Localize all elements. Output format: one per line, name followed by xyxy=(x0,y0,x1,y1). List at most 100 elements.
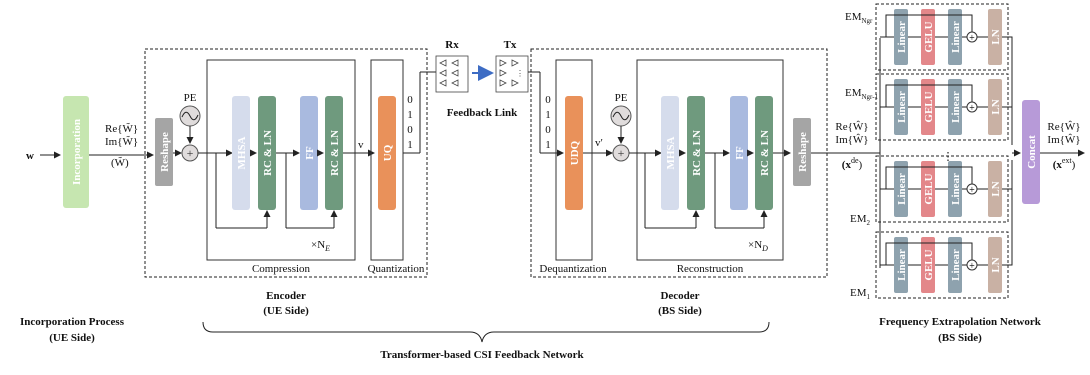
em-ngr-gelu xyxy=(921,9,935,65)
em-module-ngr-1: Linear GELU Linear + LN xyxy=(875,73,1012,141)
decoder-rcln1-block xyxy=(687,96,705,210)
rx-label: Rx xyxy=(445,39,459,51)
encoder-add-symbol: + xyxy=(187,146,194,160)
decoder-nd-label: ×ND xyxy=(748,239,768,253)
em-second-label: EMNgr-1 xyxy=(845,87,879,101)
svg-text:Linear: Linear xyxy=(950,173,962,205)
svg-text:GELU: GELU xyxy=(923,173,935,204)
udq-label: UDQ xyxy=(569,140,581,165)
re-w2-label: Re{Ŵ} xyxy=(835,120,868,133)
tx-label: Tx xyxy=(504,39,517,51)
dequantization-frame xyxy=(555,59,593,261)
em-module-2: Linear GELU Linear + LN xyxy=(875,155,1012,223)
decoder-side: (BS Side) xyxy=(658,305,702,317)
encoder-pe-wave xyxy=(181,111,199,121)
decoder-reshape-label: Reshape xyxy=(797,132,809,172)
em-1-label: EM1 xyxy=(850,287,871,301)
svg-text:Linear: Linear xyxy=(950,21,962,53)
im-w-label: Im{W̃} xyxy=(105,135,138,148)
em-ngr-linear2 xyxy=(948,9,962,65)
quantization-label: Quantization xyxy=(368,263,425,275)
decoder-mhsa-block xyxy=(661,96,679,210)
enc-bit-0: 0 xyxy=(407,94,413,106)
em-vdots: ⋮ xyxy=(943,151,954,163)
em-top-label: EMNgr xyxy=(845,11,873,25)
svg-text:LN: LN xyxy=(990,257,1002,272)
encoder-title: Encoder xyxy=(266,290,306,302)
fen-side: (BS Side) xyxy=(938,332,982,344)
incorporation-block xyxy=(63,96,89,208)
em-module-ngr: Linear GELU Linear + LN xyxy=(875,3,1013,145)
svg-text:Linear: Linear xyxy=(950,249,962,281)
encoder-rcln1-block xyxy=(258,96,276,210)
decoder-mhsa-label: MHSA xyxy=(665,136,677,169)
decoder-pe-label: PE xyxy=(615,92,628,104)
encoder-ff-label: FF xyxy=(304,146,316,160)
svg-text:⋮: ⋮ xyxy=(516,69,524,78)
fen-title: Frequency Extrapolation Network xyxy=(879,316,1042,328)
im-out-label: Im{Ŵ} xyxy=(1047,133,1080,146)
encoder-ff-block xyxy=(300,96,318,210)
encoder-ne-label: ×NE xyxy=(311,239,330,253)
uq-block xyxy=(378,96,396,210)
concat-label: Concat xyxy=(1026,135,1038,169)
encoder-frame xyxy=(144,48,428,278)
enc-bit-2: 0 xyxy=(407,124,413,136)
svg-text:GELU: GELU xyxy=(923,21,935,52)
incorporation-process-side: (UE Side) xyxy=(49,332,95,344)
dec-bit-0: 0 xyxy=(545,94,551,106)
feedback-link-label: Feedback Link xyxy=(447,107,518,119)
decoder-ff-block xyxy=(730,96,748,210)
svg-text:Linear: Linear xyxy=(896,173,908,205)
uq-label: UQ xyxy=(382,144,394,161)
encoder-reshape-label: Reshape xyxy=(159,132,171,172)
svg-text:+: + xyxy=(969,103,975,114)
em-module-1: Linear GELU Linear + LN xyxy=(875,160,1013,299)
decoder-rcln2-label: RC & LN xyxy=(759,130,771,176)
svg-text:Linear: Linear xyxy=(896,249,908,281)
dec-bit-1: 1 xyxy=(545,109,551,121)
compression-frame xyxy=(206,59,356,261)
svg-text:+: + xyxy=(969,185,975,196)
svg-text:Linear: Linear xyxy=(896,21,908,53)
udq-block xyxy=(565,96,583,210)
em-ngr-ln xyxy=(988,9,1002,65)
quantization-frame xyxy=(370,59,404,261)
decoder-pe-wave xyxy=(612,111,630,121)
dequantization-label: Dequantization xyxy=(539,263,607,275)
transformer-net-title: Transformer-based CSI Feedback Network xyxy=(380,349,584,361)
reconstruction-label: Reconstruction xyxy=(677,263,744,275)
reconstruction-frame xyxy=(636,59,784,261)
svg-text:LN: LN xyxy=(990,99,1002,114)
transformer-brace xyxy=(202,321,770,343)
decoder-ff-label: FF xyxy=(734,146,746,160)
enc-bit-1: 1 xyxy=(407,109,413,121)
svg-text:+: + xyxy=(969,261,975,272)
v-label: v xyxy=(358,139,364,151)
svg-text:Linear: Linear xyxy=(896,91,908,123)
incorporation-block-label: Incorporation xyxy=(71,119,83,185)
decoder-rcln2-block xyxy=(755,96,773,210)
em-2-label: EM2 xyxy=(850,213,871,227)
v-prime-label: v′ xyxy=(595,137,603,149)
dec-bit-3: 1 xyxy=(545,139,551,151)
x-ext-label: (xext) xyxy=(1053,156,1076,171)
svg-text:LN: LN xyxy=(990,29,1002,44)
svg-text:+: + xyxy=(969,33,975,44)
svg-text:GELU: GELU xyxy=(923,249,935,280)
w-paren-label: (W̃) xyxy=(111,156,129,169)
encoder-mhsa-label: MHSA xyxy=(236,136,248,169)
decoder-add-symbol: + xyxy=(618,146,625,160)
decoder-reshape-block xyxy=(793,118,811,186)
x-de-label: (xde) xyxy=(842,156,863,171)
svg-text:LN: LN xyxy=(990,181,1002,196)
decoder-title: Decoder xyxy=(660,290,699,302)
im-w2-label: Im{Ŵ} xyxy=(835,133,868,146)
re-w-label: Re{W̃} xyxy=(105,122,138,135)
tx-antenna-icon: ⋮ xyxy=(495,55,529,93)
enc-bit-3: 1 xyxy=(407,139,413,151)
compression-label: Compression xyxy=(252,263,311,275)
encoder-rcln1-label: RC & LN xyxy=(262,130,274,176)
